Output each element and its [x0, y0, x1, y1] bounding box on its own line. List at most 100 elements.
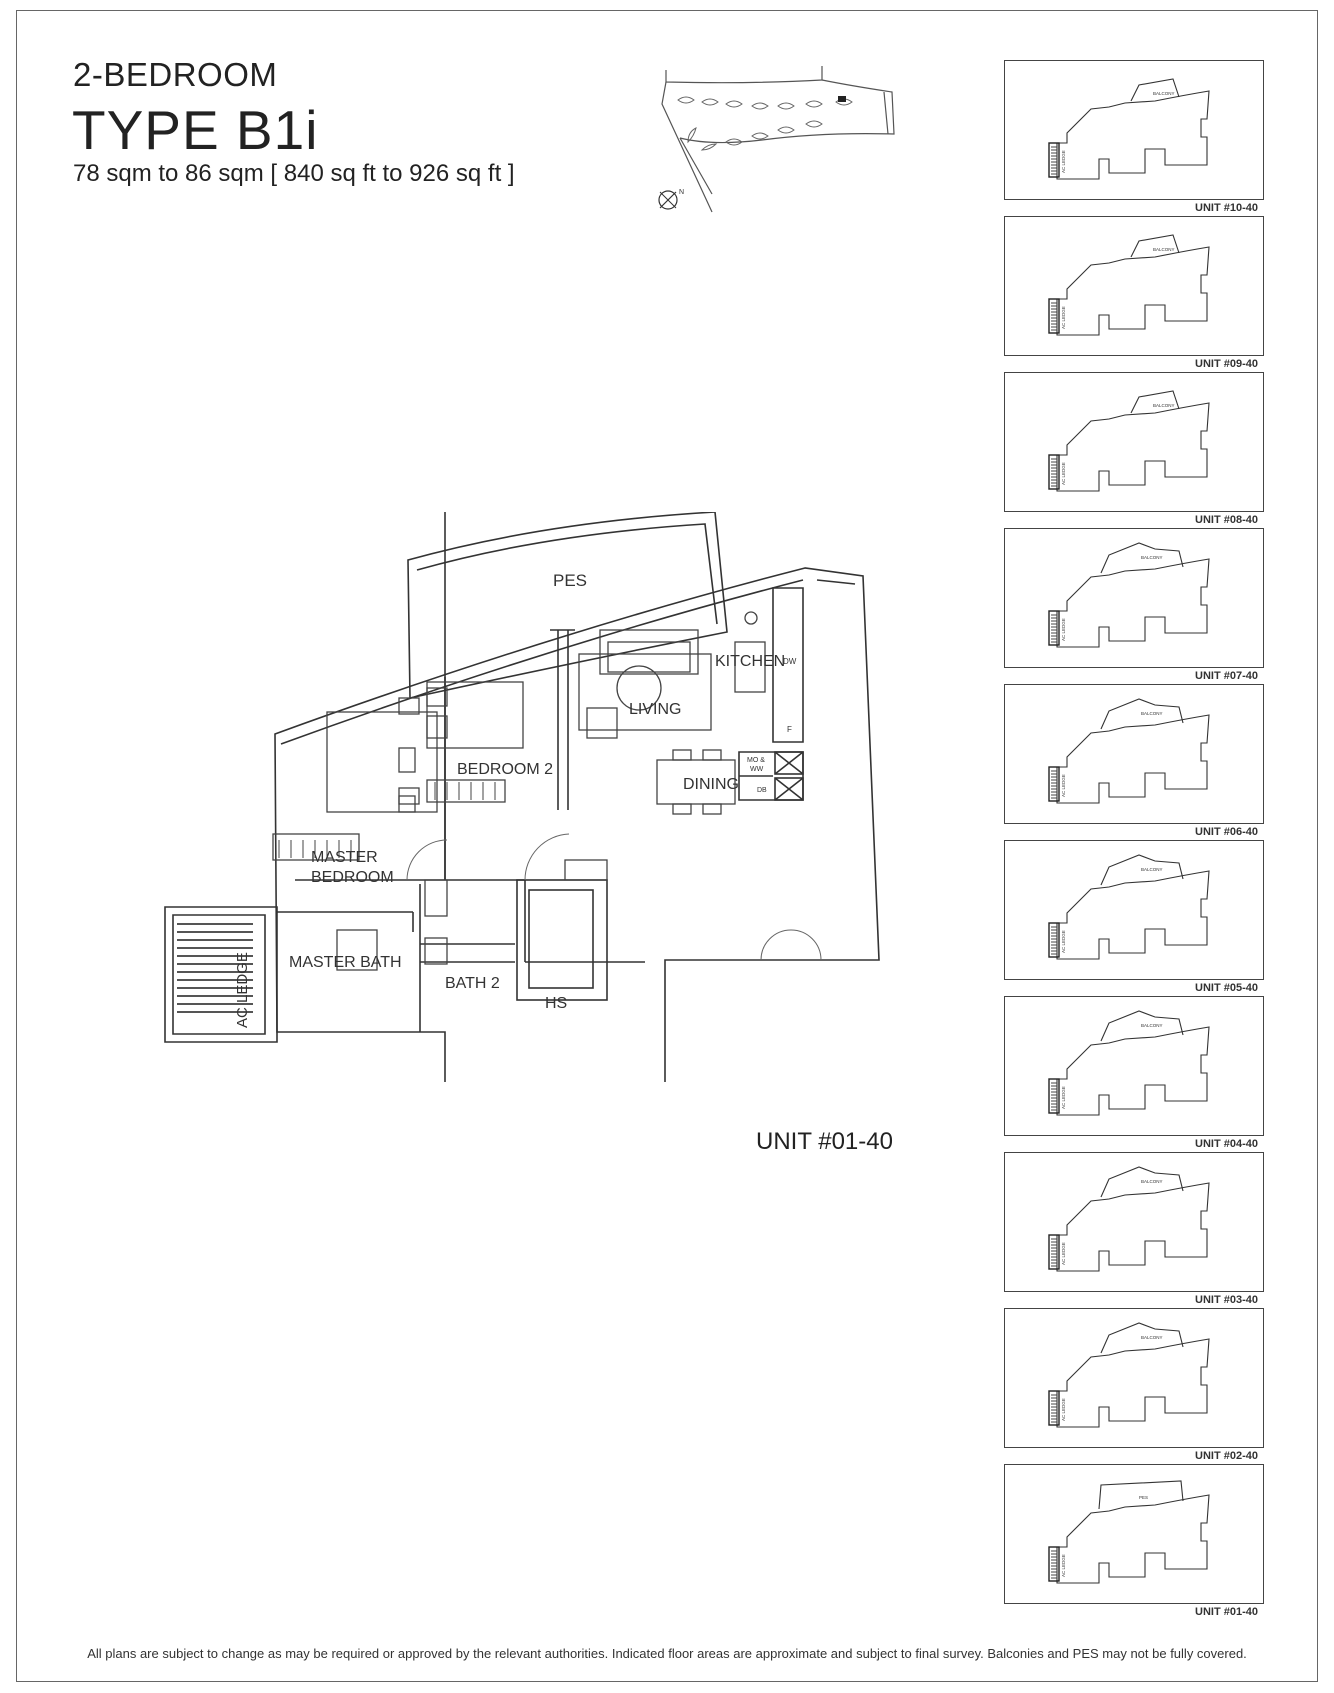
key-plan-diagram: AC LEDGE BALCONY	[1048, 234, 1210, 336]
key-plan-label: UNIT #07-40	[1195, 670, 1258, 682]
key-plan-ac-ledge	[1048, 298, 1060, 334]
page-frame	[16, 10, 1318, 1682]
key-plan-ac-label: AC LEDGE	[1061, 618, 1066, 641]
key-plan-outline	[1056, 402, 1210, 492]
key-plan-outline	[1056, 870, 1210, 960]
label-mo-ww-1: MO &	[747, 757, 765, 764]
key-plan-outline	[1056, 90, 1210, 180]
key-plan-label: UNIT #02-40	[1195, 1450, 1258, 1462]
key-plan-ac-label: AC LEDGE	[1061, 930, 1066, 953]
label-ac-ledge: AC LEDGE	[234, 952, 251, 1028]
key-plan-outline	[1056, 1182, 1210, 1272]
key-plan-ac-ledge	[1048, 1078, 1060, 1114]
unit-type-title: TYPE B1i	[72, 99, 319, 161]
label-dining: DINING	[683, 776, 739, 793]
pes-outline	[407, 512, 728, 699]
key-plan-diagram: AC LEDGE BALCONY	[1048, 390, 1210, 492]
key-plan-diagram: AC LEDGE BALCONY	[1048, 78, 1210, 180]
sofa	[599, 629, 699, 675]
key-plan-label: UNIT #10-40	[1195, 202, 1258, 214]
label-master-bedroom-1: MASTER	[311, 849, 378, 866]
key-plan-box: AC LEDGE BALCONY	[1004, 1308, 1264, 1448]
key-plan-outdoor-outline	[1100, 698, 1184, 730]
master-bed	[326, 711, 438, 813]
key-plan-outdoor-label: BALCONY	[1153, 91, 1175, 96]
key-plan-box: AC LEDGE BALCONY	[1004, 684, 1264, 824]
key-plan-label: UNIT #01-40	[1195, 1606, 1258, 1618]
key-plan-outdoor-label: BALCONY	[1141, 1023, 1163, 1028]
key-plan-outdoor-label: BALCONY	[1141, 711, 1163, 716]
key-plan-outdoor-label: BALCONY	[1141, 1335, 1163, 1340]
key-plan-ac-label: AC LEDGE	[1061, 1242, 1066, 1265]
key-plan-outdoor-label: BALCONY	[1153, 403, 1175, 408]
label-master-bedroom-2: BEDROOM	[311, 869, 394, 886]
key-plan-ac-label: AC LEDGE	[1061, 1398, 1066, 1421]
label-pes: PES	[553, 571, 587, 590]
key-plan-label: UNIT #05-40	[1195, 982, 1258, 994]
unit-caption: UNIT #01-40	[756, 1128, 893, 1155]
dining-table	[656, 759, 736, 805]
key-plan-ac-ledge	[1048, 610, 1060, 646]
north-compass-icon: N	[658, 189, 684, 210]
key-plan-ac-label: AC LEDGE	[1061, 150, 1066, 173]
key-plan-outdoor-label: BALCONY	[1141, 867, 1163, 872]
floor-area-range: 78 sqm to 86 sqm [ 840 sq ft to 926 sq f…	[73, 160, 515, 187]
key-plan-outdoor-outline	[1100, 1166, 1184, 1198]
key-plan-label: UNIT #04-40	[1195, 1138, 1258, 1150]
label-kitchen: KITCHEN	[715, 653, 785, 670]
unit-location-marker	[838, 96, 846, 102]
key-plan-ac-ledge	[1048, 142, 1060, 178]
key-plan-ac-ledge	[1048, 1546, 1060, 1582]
key-plan-outline	[1056, 558, 1210, 648]
key-plan-diagram: AC LEDGE PES	[1048, 1480, 1210, 1584]
key-plan-outdoor-outline	[1130, 234, 1180, 258]
key-plan-outline	[1056, 246, 1210, 336]
key-plan-label: UNIT #03-40	[1195, 1294, 1258, 1306]
key-plan-outdoor-outline	[1100, 854, 1184, 886]
key-plan-ac-ledge	[1048, 922, 1060, 958]
disclaimer-footer: All plans are subject to change as may b…	[87, 1646, 1247, 1661]
key-plan-ac-ledge	[1048, 454, 1060, 490]
label-master-bath: MASTER BATH	[289, 954, 402, 971]
key-plan-outline	[1056, 1026, 1210, 1116]
key-plan-outdoor-outline	[1100, 542, 1184, 574]
coffee-table	[616, 665, 662, 711]
key-plan-diagram: AC LEDGE BALCONY	[1048, 542, 1210, 648]
bedroom2-bed	[426, 681, 524, 749]
key-plan-outdoor-label: BALCONY	[1153, 247, 1175, 252]
key-plan-outline	[1056, 1338, 1210, 1428]
key-plan-ac-label: AC LEDGE	[1061, 306, 1066, 329]
key-plan-box: AC LEDGE BALCONY	[1004, 216, 1264, 356]
key-plan-ac-label: AC LEDGE	[1061, 774, 1066, 797]
key-plan-outline	[1056, 714, 1210, 804]
key-plan-ac-label: AC LEDGE	[1061, 1554, 1066, 1577]
unit-outline	[274, 567, 880, 1082]
key-plan-outdoor-label: BALCONY	[1141, 555, 1163, 560]
label-dw: DW	[783, 657, 797, 666]
living-zone	[578, 653, 712, 731]
key-plan-label: UNIT #09-40	[1195, 358, 1258, 370]
key-plan-outdoor-outline	[1100, 1322, 1184, 1354]
label-hs: HS	[545, 995, 567, 1012]
label-fridge: F	[787, 725, 792, 734]
key-plan-outline	[1056, 1494, 1210, 1584]
label-bedroom2: BEDROOM 2	[457, 761, 553, 778]
main-floor-plan: PES KITCHEN LIVING DINING BEDROOM 2 MAST…	[164, 512, 880, 1082]
label-mo-ww-2: WW	[750, 766, 764, 773]
north-label: N	[679, 189, 684, 196]
site-location-plan: N	[658, 66, 895, 213]
key-plan-label: UNIT #08-40	[1195, 514, 1258, 526]
key-plan-label: UNIT #06-40	[1195, 826, 1258, 838]
key-plan-outdoor-outline	[1130, 390, 1180, 414]
key-plan-box: AC LEDGE BALCONY	[1004, 528, 1264, 668]
key-plan-ac-ledge	[1048, 1234, 1060, 1270]
key-plan-ac-ledge	[1048, 766, 1060, 802]
label-db: DB	[757, 787, 767, 794]
key-plan-box: AC LEDGE PES	[1004, 1464, 1264, 1604]
key-plan-outdoor-label: PES	[1139, 1495, 1148, 1500]
key-plan-ac-label: AC LEDGE	[1061, 462, 1066, 485]
